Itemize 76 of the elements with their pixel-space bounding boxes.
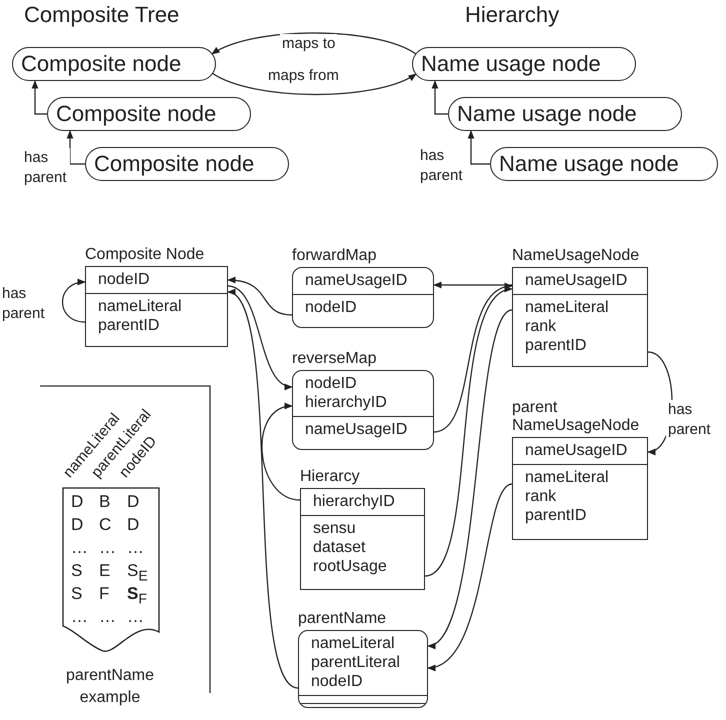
table-title: Hierarcy [300, 467, 361, 487]
section-heading: Hierarchy [465, 2, 560, 28]
field-name: nameLiteral [98, 297, 183, 316]
field-name: parentID [98, 316, 160, 335]
rounded-node: Name usage node [412, 47, 636, 81]
arrow [434, 284, 513, 433]
arrow [212, 72, 417, 96]
table-cell-text: C [99, 515, 112, 535]
rounded-node: Name usage node [490, 147, 718, 181]
field-name: nameLiteral [525, 298, 610, 317]
arrow [227, 277, 292, 316]
table-cell-text: D [127, 492, 140, 512]
arrow [66, 130, 85, 165]
field-name: nameUsageID [525, 271, 628, 290]
table-title: parent NameUsageNode [512, 398, 640, 436]
edge-label: maps from [266, 66, 341, 86]
table-title: parentName [298, 609, 388, 629]
table-cell-text: … [127, 607, 145, 627]
field-name: nodeID [305, 298, 358, 317]
table-cell-text: D [127, 515, 140, 535]
rounded-node: Composite node [12, 47, 216, 81]
field-name: rank [525, 317, 558, 336]
table-title: forwardMap [292, 246, 378, 266]
table-cell-text: … [71, 607, 89, 627]
table-title: reverseMap [292, 349, 378, 369]
field-name: nameLiteral [525, 468, 610, 487]
field-name: nodeID [305, 374, 358, 393]
table-cell-text: … [71, 538, 89, 558]
table-cell: S$_{E}$ [127, 561, 149, 584]
field-name: nameLiteral [311, 634, 396, 653]
arrow [32, 80, 47, 115]
arrow [427, 310, 512, 647]
document-title: parentName example [64, 666, 156, 708]
field-name: hierarchyID [305, 393, 388, 412]
table-cell-text: S [71, 584, 84, 604]
table-cell-text: … [127, 538, 145, 558]
table-cell-text: … [99, 538, 117, 558]
rounded-node: Name usage node [448, 97, 682, 131]
field-name: parentID [525, 336, 588, 355]
edge-label: maps to [280, 34, 338, 54]
table-cell-text: E [99, 561, 112, 581]
rounded-node: Composite node [47, 97, 251, 131]
arrow [228, 285, 293, 388]
table-cell-text: D [71, 515, 84, 535]
field-name: nodeID [311, 672, 364, 691]
rounded-node: Composite node [85, 147, 289, 181]
field-name: nameUsageID [305, 271, 408, 290]
arrow [424, 288, 513, 577]
field-name: nameUsageID [305, 420, 408, 439]
table-cell-text: S [71, 561, 84, 581]
table-cell-text: D [71, 492, 84, 512]
field-name: rank [525, 487, 558, 506]
arrow [62, 280, 86, 323]
table-cell-text: S$_{F}$ [127, 584, 148, 608]
arrow [427, 483, 512, 670]
field-name: nodeID [98, 270, 151, 289]
arrow [432, 80, 448, 115]
arrow [227, 292, 298, 688]
arrow [211, 32, 416, 55]
section-heading: Composite Tree [24, 2, 180, 28]
field-name: parentLiteral [311, 653, 401, 672]
table-cell-text: B [99, 492, 112, 512]
table-title: NameUsageNode [512, 246, 640, 266]
table-cell-text: F [99, 584, 110, 604]
field-name: parentID [525, 506, 588, 525]
field-name: sensu [313, 519, 357, 538]
edge-label: has parent [22, 148, 70, 188]
field-name: dataset [313, 538, 366, 557]
table-title: Composite Node [85, 245, 206, 265]
field-name: hierarchyID [313, 492, 396, 511]
arrow [433, 282, 512, 288]
table-cell-text: … [99, 607, 117, 627]
arrow [262, 404, 300, 501]
field-name: rootUsage [313, 557, 388, 576]
arrow [468, 130, 490, 165]
field-name: nameUsageID [525, 441, 628, 460]
